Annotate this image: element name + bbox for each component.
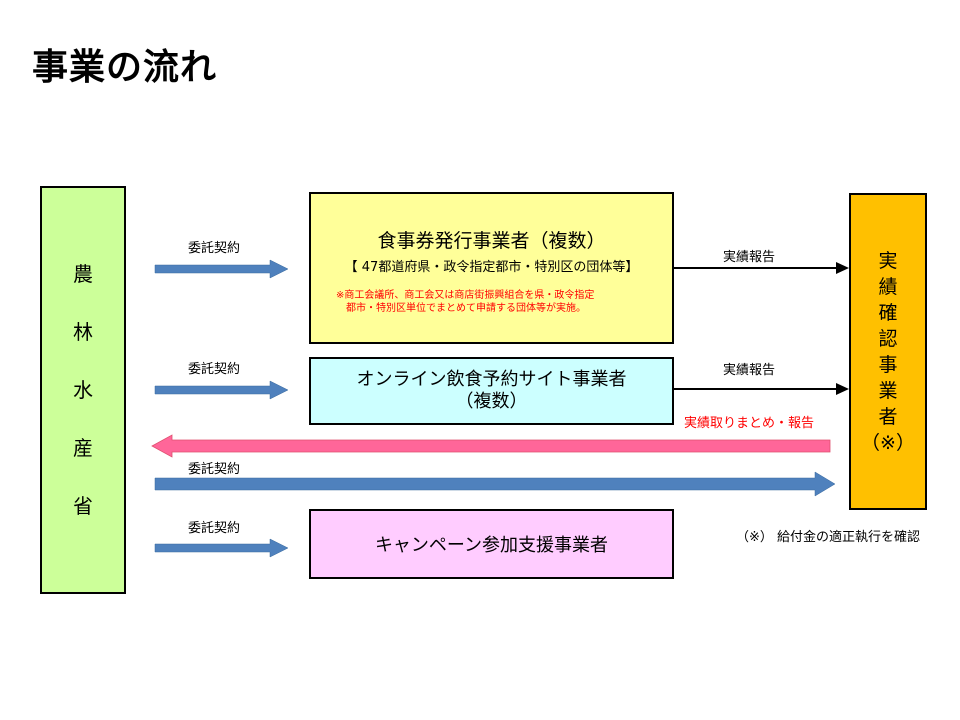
- ministry-box: 農 林 水 産 省: [40, 186, 126, 594]
- confirm-char: 業: [878, 379, 898, 402]
- contract-arrow-2: [154, 380, 289, 400]
- report-arrow-1-head: [836, 262, 849, 274]
- ministry-char: 水: [73, 378, 93, 402]
- note-line: 都市・特別区単位でまとめて申請する団体等が実施。: [346, 303, 586, 314]
- contract-arrow-3: [154, 538, 289, 558]
- meal-ticket-issuer-sub: 【 47都道府県・政令指定都市・特別区の団体等】: [344, 260, 639, 275]
- confirmation-entity-box: 実 績 確 認 事 業 者 （※）: [849, 193, 927, 510]
- ministry-char: 省: [73, 494, 93, 518]
- ministry-char: 農: [73, 262, 93, 286]
- meal-ticket-issuer-name: 食事券発行事業者（複数）: [377, 230, 606, 252]
- contract-label-long: 委託契約: [188, 462, 241, 477]
- contract-label-1: 委託契約: [188, 241, 241, 256]
- confirm-char: 者: [878, 405, 898, 428]
- ministry-char: 林: [73, 320, 93, 344]
- summary-report-arrow: [151, 434, 831, 458]
- report-label-1: 実績報告: [723, 250, 776, 265]
- contract-label-2: 委託契約: [188, 362, 241, 377]
- summary-report-label: 実績取りまとめ・報告: [684, 416, 815, 431]
- confirm-char: 績: [878, 275, 898, 298]
- confirm-char: （※）: [861, 431, 915, 454]
- confirm-char: 確: [878, 301, 898, 324]
- campaign-support-box: キャンペーン参加支援事業者: [309, 509, 674, 579]
- online-reservation-name: オンライン飲食予約サイト事業者: [356, 369, 627, 390]
- online-reservation-box: オンライン飲食予約サイト事業者 （複数）: [309, 357, 674, 425]
- contract-label-3: 委託契約: [188, 521, 241, 536]
- ministry-char: 産: [73, 436, 93, 460]
- meal-ticket-issuer-note: ※商工会議所、商工会又は商店街振興組合を県・政令指定 都市・特別区単位でまとめて…: [336, 289, 672, 315]
- contract-arrow-long: [154, 471, 836, 497]
- confirm-char: 認: [878, 327, 898, 350]
- report-label-2: 実績報告: [723, 363, 776, 378]
- meal-ticket-issuer-box: 食事券発行事業者（複数） 【 47都道府県・政令指定都市・特別区の団体等】 ※商…: [309, 192, 674, 344]
- page-title: 事業の流れ: [32, 47, 218, 88]
- campaign-support-name: キャンペーン参加支援事業者: [374, 535, 609, 556]
- confirm-char: 事: [878, 353, 898, 376]
- footnote: （※） 給付金の適正執行を確認: [736, 530, 921, 545]
- report-arrow-2-head: [836, 383, 849, 395]
- contract-arrow-1: [154, 259, 289, 279]
- confirm-char: 実: [878, 249, 898, 272]
- note-line: ※商工会議所、商工会又は商店街振興組合を県・政令指定: [336, 290, 595, 301]
- online-reservation-count: （複数）: [455, 391, 528, 412]
